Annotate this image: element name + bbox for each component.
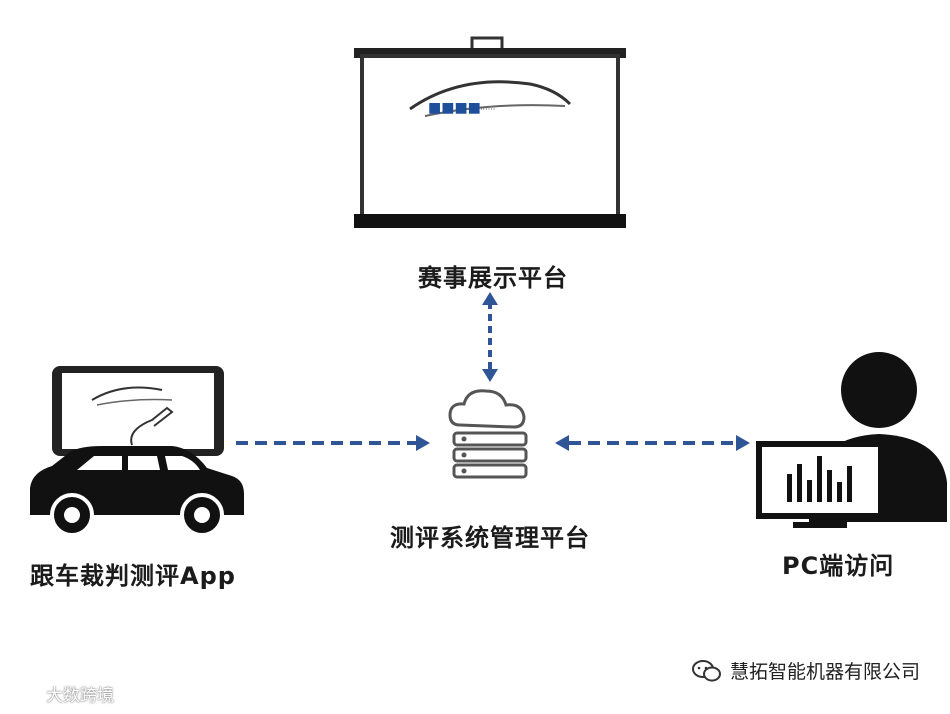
- source-watermark: 大数跨境: [8, 681, 114, 706]
- cloud-server-icon: [440, 385, 540, 485]
- car-with-tablet-icon: [22, 360, 252, 535]
- company-name: 慧拓智能机器有限公司: [729, 661, 920, 683]
- projector-screen-icon: ■■■■ ······: [350, 34, 630, 234]
- center-right-double-arrow: [555, 432, 750, 454]
- source-logo-icon: [8, 685, 42, 703]
- svg-text:■■■■: ■■■■: [428, 100, 481, 116]
- display-platform-label: 赛事展示平台: [418, 264, 568, 292]
- source-name: 大数跨境: [46, 686, 114, 706]
- svg-text:······: ······: [480, 105, 495, 114]
- left-to-center-arrow: [234, 432, 430, 454]
- judge-app-label: 跟车裁判测评App: [30, 562, 236, 590]
- company-watermark: 慧拓智能机器有限公司: [691, 657, 920, 684]
- management-platform-label: 测评系统管理平台: [390, 524, 590, 552]
- wechat-icon: [691, 659, 722, 683]
- user-with-monitor-icon: [755, 352, 950, 532]
- vertical-double-arrow: [478, 292, 502, 382]
- pc-access-label: PC端访问: [782, 552, 895, 580]
